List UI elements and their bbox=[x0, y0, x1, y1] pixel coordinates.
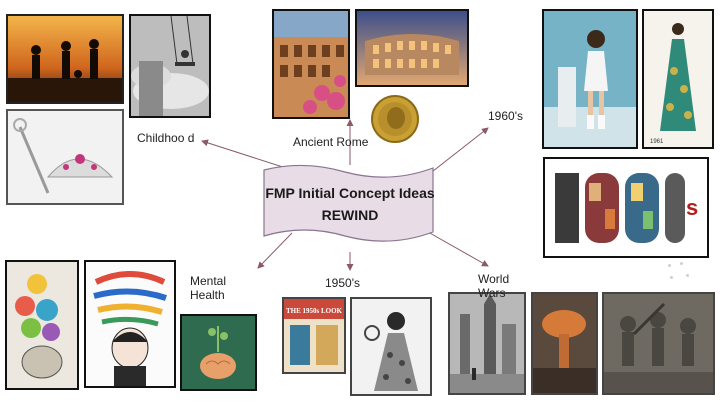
banner-title: FMP Initial Concept Ideas bbox=[265, 185, 435, 201]
image-mental-health-colorful-head bbox=[5, 260, 79, 390]
arrow-to-world-wars bbox=[427, 231, 489, 267]
decorative-dot bbox=[670, 276, 673, 279]
arrow-to-1960s bbox=[427, 127, 489, 176]
image-swing-clouds bbox=[129, 14, 211, 118]
arrow-to-mental-health bbox=[257, 232, 293, 269]
decorative-dot bbox=[668, 264, 671, 267]
decorative-dot bbox=[680, 262, 683, 265]
image-1960s-fashion-model bbox=[542, 9, 638, 149]
image-mental-health-girl-illustration bbox=[84, 260, 176, 388]
topic-label-world-wars: World Wars bbox=[478, 272, 510, 300]
image-1950s-look-magazine: THE 1950s LOOK bbox=[282, 297, 346, 374]
image-roman-coin bbox=[371, 95, 419, 143]
arrow-to-childhood bbox=[201, 139, 293, 171]
topic-label-1950s: 1950's bbox=[325, 276, 360, 290]
dress-sketch-year-label: 1961 bbox=[650, 139, 664, 145]
image-1960s-collage-logo: 1960s s bbox=[543, 157, 709, 258]
image-world-war-mushroom-cloud bbox=[531, 292, 598, 395]
topic-label-mental-health: Mental Health bbox=[190, 274, 227, 302]
image-children-sunset bbox=[6, 14, 124, 104]
image-tiara-wand bbox=[6, 109, 124, 205]
image-world-war-soldiers-relief bbox=[602, 292, 715, 395]
image-colosseum-flowers bbox=[272, 9, 350, 119]
decorative-dot bbox=[686, 274, 689, 277]
image-1950s-woman-dress bbox=[350, 297, 432, 396]
banner-subtitle: REWIND bbox=[322, 207, 379, 223]
topic-label-ancient-rome: Ancient Rome bbox=[293, 135, 369, 149]
sixties-logo-s: s bbox=[686, 195, 698, 220]
image-1960s-dress-sketch: 1961 bbox=[642, 9, 714, 149]
image-colosseum-dusk bbox=[355, 9, 469, 87]
banner-shape bbox=[263, 164, 434, 242]
image-mental-health-brain-plant bbox=[180, 314, 257, 391]
fifties-magazine-title: THE 1950s LOOK bbox=[286, 307, 343, 315]
topic-label-1960s: 1960's bbox=[488, 109, 523, 123]
topic-label-childhood: Childhoo d bbox=[137, 131, 195, 145]
image-world-war-ruined-town bbox=[448, 292, 526, 395]
